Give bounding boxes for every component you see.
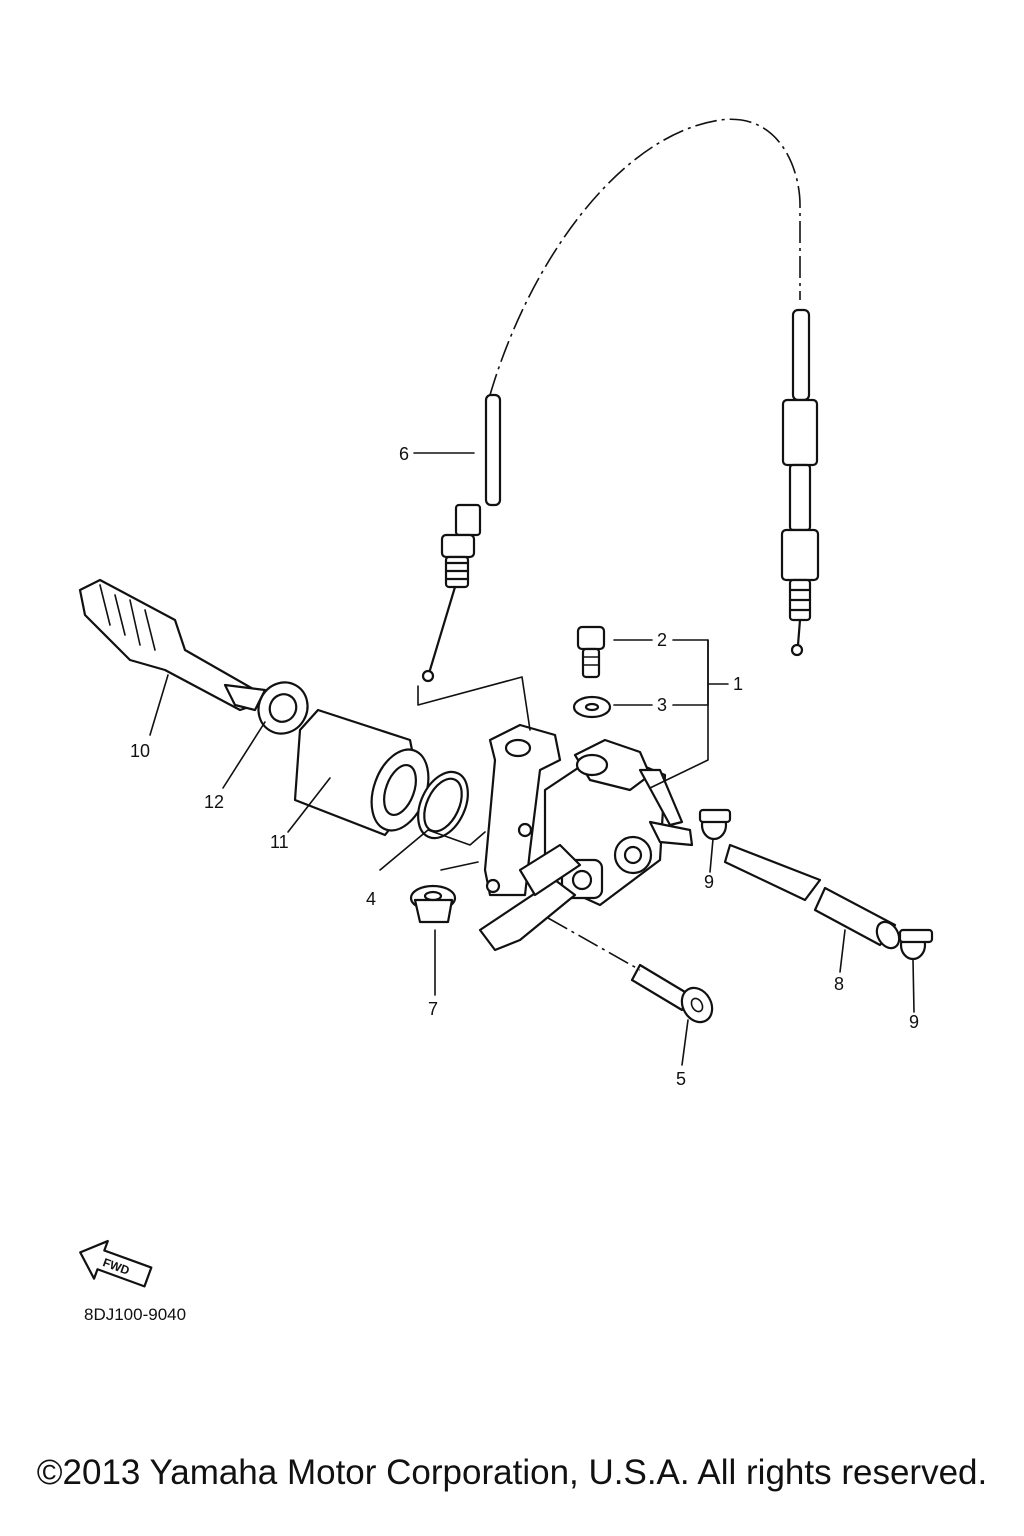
part-12-washer	[257, 681, 309, 735]
part-11-sleeve	[293, 708, 430, 837]
part-5-screw	[630, 963, 714, 1024]
part-9-clamp-upper	[698, 808, 732, 841]
leader-lines	[149, 452, 915, 1066]
part-2-bolt	[576, 625, 606, 679]
callout-1: 1	[733, 674, 743, 694]
part-4-o-ring	[417, 770, 469, 840]
callout-12: 12	[204, 792, 224, 812]
fwd-arrow-icon: FWD	[79, 1239, 153, 1288]
part-9-clamp-lower	[898, 928, 934, 961]
callout-3: 3	[657, 695, 667, 715]
callout-10: 10	[130, 741, 150, 761]
callout-9-upper: 9	[704, 872, 714, 892]
diagram-code: 8DJ100-9040	[84, 1305, 187, 1324]
callout-9-lower: 9	[909, 1012, 919, 1032]
callout-8: 8	[834, 974, 844, 994]
part-6-cable	[421, 118, 820, 683]
callout-6: 6	[399, 444, 409, 464]
callout-2: 2	[657, 630, 667, 650]
part-7-grommet	[409, 884, 457, 924]
callouts: 1 2 3 4 5 6 7 8 9 9 10 11 12	[130, 444, 919, 1089]
callout-7: 7	[428, 999, 438, 1019]
part-3-washer	[572, 695, 612, 719]
part-10-gear-shaft	[78, 578, 267, 712]
pump-assembly	[478, 723, 694, 952]
callout-5: 5	[676, 1069, 686, 1089]
copyright-notice: ©2013 Yamaha Motor Corporation, U.S.A. A…	[36, 1453, 988, 1492]
callout-11: 11	[270, 832, 289, 852]
part-8-hose	[723, 843, 901, 950]
callout-4: 4	[366, 889, 376, 909]
